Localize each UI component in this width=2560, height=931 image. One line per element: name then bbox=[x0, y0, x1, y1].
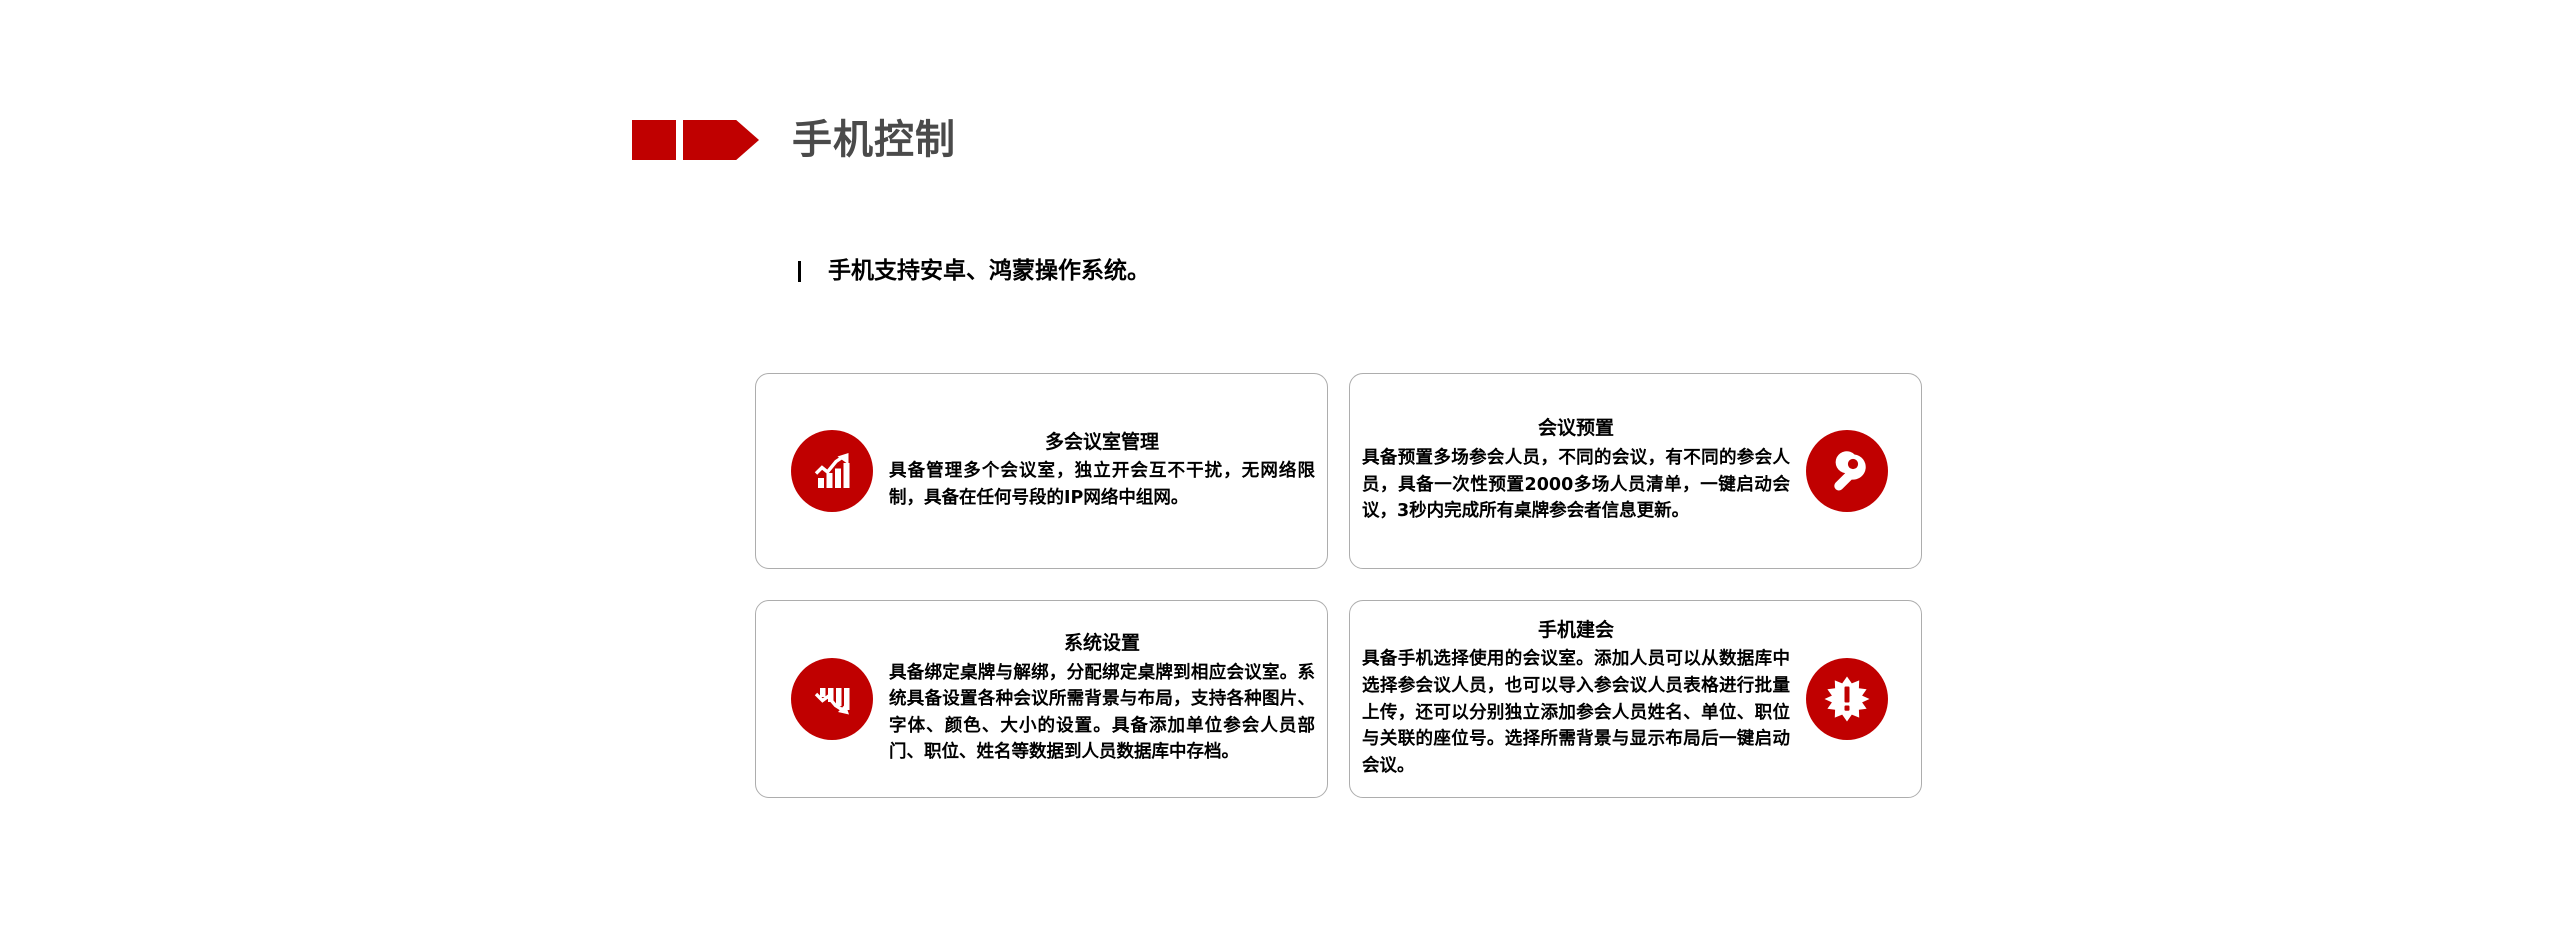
feature-card-body: 多会议室管理 具备管理多个会议室，独立开会互不干扰，无网络限制，具备在任何号段的… bbox=[887, 429, 1317, 514]
page-header: 手机控制 bbox=[632, 108, 956, 172]
page-title: 手机控制 bbox=[792, 117, 956, 163]
vertical-bar-bullet-icon bbox=[798, 260, 801, 282]
feature-card[interactable]: 系统设置 具备绑定桌牌与解绑，分配绑定桌牌到相应会议室。系统具备设置各种会议所需… bbox=[755, 600, 1328, 798]
feature-card-title: 多会议室管理 bbox=[1044, 430, 1159, 453]
red-arrow-marker-icon bbox=[683, 120, 759, 160]
chart-up-icon bbox=[791, 430, 873, 512]
feature-card-title: 系统设置 bbox=[1063, 631, 1140, 654]
feature-card[interactable]: 手机建会 具备手机选择使用的会议室。添加人员可以从数据库中选择参会议人员，也可以… bbox=[1349, 600, 1922, 798]
subtitle-text: 手机支持安卓、鸿蒙操作系统。 bbox=[828, 257, 1150, 284]
red-square-marker-icon bbox=[632, 120, 676, 160]
feature-card-text: 具备手机选择使用的会议室。添加人员可以从数据库中选择参会议人员，也可以导入参会议… bbox=[1362, 649, 1790, 776]
feature-card[interactable]: 会议预置 具备预置多场参会人员，不同的会议，有不同的参会人员，具备一次性预置20… bbox=[1349, 373, 1922, 569]
feature-card[interactable]: 多会议室管理 具备管理多个会议室，独立开会互不干扰，无网络限制，具备在任何号段的… bbox=[755, 373, 1328, 569]
feature-card-title: 会议预置 bbox=[1537, 417, 1614, 440]
burst-alert-icon bbox=[1806, 658, 1888, 740]
feature-cards-grid: 多会议室管理 具备管理多个会议室，独立开会互不干扰，无网络限制，具备在任何号段的… bbox=[755, 373, 1922, 798]
subtitle-row: 手机支持安卓、鸿蒙操作系统。 bbox=[798, 255, 1150, 287]
feature-card-body: 会议预置 具备预置多场参会人员，不同的会议，有不同的参会人员，具备一次性预置20… bbox=[1360, 415, 1792, 527]
feature-card-body: 手机建会 具备手机选择使用的会议室。添加人员可以从数据库中选择参会议人员，也可以… bbox=[1360, 617, 1792, 782]
feature-card-text: 具备管理多个会议室，独立开会互不干扰，无网络限制，具备在任何号段的IP网络中组网… bbox=[889, 461, 1315, 508]
key-icon bbox=[1806, 430, 1888, 512]
feature-card-text: 具备绑定桌牌与解绑，分配绑定桌牌到相应会议室。系统具备设置各种会议所需背景与布局… bbox=[889, 662, 1315, 763]
feature-card-body: 系统设置 具备绑定桌牌与解绑，分配绑定桌牌到相应会议室。系统具备设置各种会议所需… bbox=[887, 630, 1317, 768]
feature-card-text: 具备预置多场参会人员，不同的会议，有不同的参会人员，具备一次性预置2000多场人… bbox=[1362, 448, 1790, 522]
feature-card-title: 手机建会 bbox=[1537, 618, 1614, 641]
chart-down-icon bbox=[791, 658, 873, 740]
